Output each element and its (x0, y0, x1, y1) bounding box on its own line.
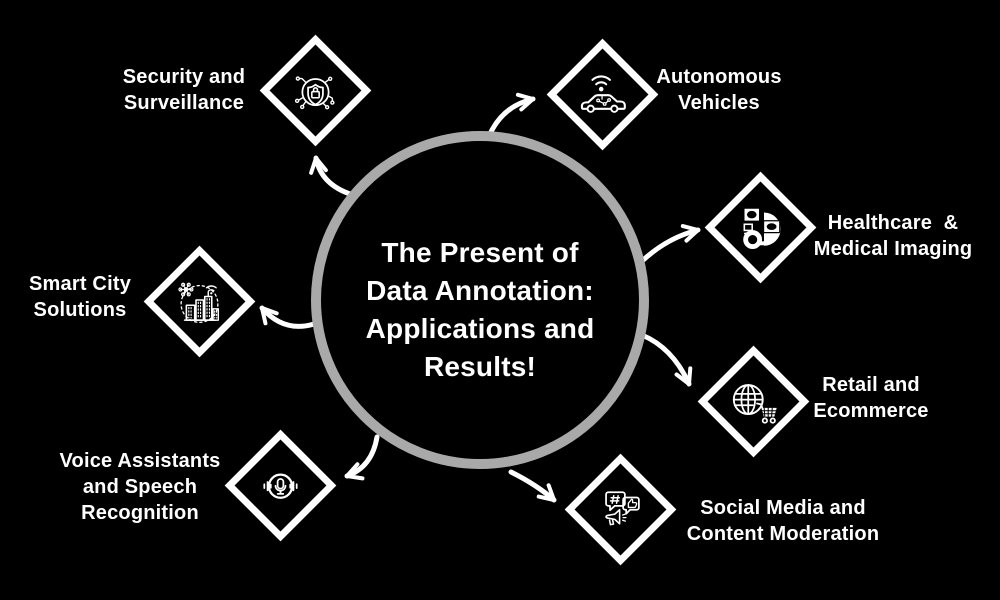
social-bubbles-megaphone-icon (592, 481, 648, 537)
label-smart-city-solutions: Smart City Solutions (0, 271, 160, 323)
label-voice-assistants-speech-recognition: Voice Assistants and Speech Recognition (40, 448, 240, 526)
arrow-to-voice (344, 434, 380, 481)
medical-imaging-icon (732, 199, 788, 255)
label-security-surveillance: Security and Surveillance (89, 64, 279, 116)
label-line: Smart City (28, 273, 132, 295)
center-title: The Present of Data Annotation: Applicat… (366, 234, 595, 386)
label-line: Vehicles (678, 92, 760, 114)
diamond-social-media-content-moderation (564, 453, 676, 565)
center-title-line: Results! (423, 351, 537, 382)
center-title-line: Applications and (365, 313, 595, 344)
arrow-to-healthcare (637, 224, 701, 266)
microphone-waveform-icon (252, 457, 308, 513)
arrow-to-security (309, 155, 356, 198)
arrow-to-smartcity (259, 305, 317, 329)
center-circle: The Present of Data Annotation: Applicat… (311, 131, 649, 469)
arrow-to-social (508, 469, 557, 503)
diamond-retail-ecommerce (697, 345, 809, 457)
security-lock-icon (287, 62, 343, 118)
center-title-line: The Present of (381, 237, 579, 268)
label-line: Surveillance (123, 92, 245, 114)
label-line: Retail and (822, 374, 920, 396)
label-line: Recognition (81, 502, 199, 524)
arrow-to-autonomous (487, 92, 536, 137)
arrow-to-retail (639, 332, 693, 387)
label-line: Security and (122, 66, 246, 88)
label-line: and Speech (82, 476, 198, 498)
diamond-security-surveillance (259, 34, 371, 146)
center-title-line: Data Annotation: (366, 275, 594, 306)
label-line: Social Media and (700, 497, 866, 519)
diamond-healthcare-medical-imaging (704, 171, 816, 283)
label-line: Voice Assistants (59, 450, 221, 472)
smart-city-icon (171, 273, 227, 329)
label-line: Medical Imaging (813, 238, 973, 260)
label-line: Healthcare & (827, 212, 959, 234)
label-retail-ecommerce: Retail and Ecommerce (776, 372, 966, 424)
diamond-autonomous-vehicles (546, 38, 658, 150)
label-line: Solutions (33, 299, 127, 321)
label-autonomous-vehicles: Autonomous Vehicles (624, 64, 814, 116)
label-line: Autonomous (656, 66, 782, 88)
label-line: Content Moderation (686, 523, 880, 545)
label-social-media-content-moderation: Social Media and Content Moderation (668, 495, 898, 547)
autonomous-car-icon (574, 66, 630, 122)
label-line: Ecommerce (813, 400, 929, 422)
diamond-smart-city-solutions (143, 245, 255, 357)
label-healthcare-medical-imaging: Healthcare & Medical Imaging (788, 210, 998, 262)
diamond-voice-assistants (224, 429, 336, 541)
globe-cart-icon (725, 373, 781, 429)
